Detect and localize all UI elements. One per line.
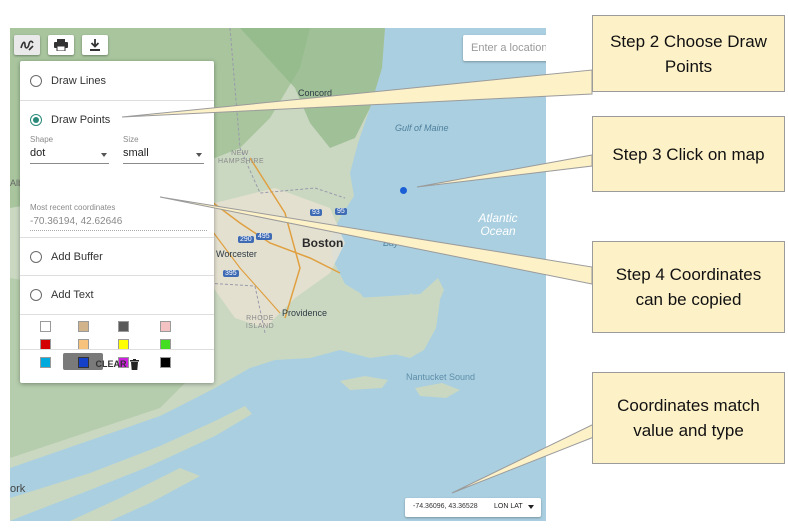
- shape-select[interactable]: dot: [30, 147, 109, 164]
- color-swatch[interactable]: [78, 321, 89, 332]
- radio-draw-lines[interactable]: [30, 75, 42, 87]
- draw-panel: Draw Lines Draw Points Shape dot Size sm…: [20, 61, 214, 383]
- option-draw-lines[interactable]: Draw Lines: [20, 63, 214, 99]
- panel-divider: [20, 314, 214, 315]
- map-label-concord: Concord: [298, 88, 333, 98]
- highway-shield-290: 290: [238, 236, 254, 243]
- color-swatch[interactable]: [118, 321, 129, 332]
- map-view[interactable]: Concord Gulf of Maine NEW HAMPSHIRE Bost…: [10, 28, 546, 521]
- trash-icon: [129, 358, 139, 370]
- highway-shield-93: 93: [310, 209, 322, 216]
- size-select-value: small: [123, 147, 149, 159]
- map-label-nantucket-sound: Nantucket Sound: [406, 372, 476, 382]
- clear-button[interactable]: CLEAR: [20, 351, 214, 377]
- map-label-bay: Bay: [383, 238, 399, 248]
- printer-icon: [54, 39, 68, 51]
- coordinate-type-select[interactable]: LON LAT: [488, 500, 540, 515]
- panel-divider: [20, 100, 214, 101]
- highway-shield-395: 395: [223, 270, 239, 277]
- freehand-draw-icon: [20, 40, 34, 51]
- size-label: Size: [123, 135, 139, 144]
- chevron-down-icon: [196, 153, 202, 157]
- option-draw-lines-label: Draw Lines: [51, 75, 107, 87]
- callout-coordinates-match-text: Coordinates match value and type: [617, 396, 760, 440]
- radio-add-buffer[interactable]: [30, 251, 42, 263]
- color-swatch[interactable]: [160, 321, 171, 332]
- coordinate-readout: -74.36096, 43.36528 LON LAT: [405, 498, 541, 517]
- option-add-buffer-label: Add Buffer: [51, 251, 103, 263]
- callout-step-2: Step 2 Choose Draw Points: [592, 15, 785, 92]
- freehand-draw-button[interactable]: [14, 35, 40, 55]
- callout-step-4-text: Step 4 Coordinates can be copied: [615, 265, 762, 309]
- map-label-new-hampshire: NEW HAMPSHIRE: [218, 150, 265, 165]
- color-swatch[interactable]: [160, 357, 171, 368]
- map-label-worcester: Worcester: [216, 249, 257, 259]
- highway-shield-95: 95: [335, 208, 347, 215]
- option-add-buffer[interactable]: Add Buffer: [20, 239, 214, 275]
- coordinate-readout-value: -74.36096, 43.36528: [413, 503, 478, 510]
- callout-step-3-text: Step 3 Click on map: [612, 144, 765, 164]
- radio-add-text[interactable]: [30, 289, 42, 301]
- clear-button-label: CLEAR: [95, 359, 127, 369]
- color-swatch[interactable]: [40, 321, 51, 332]
- callout-step-3: Step 3 Click on map: [592, 116, 785, 192]
- coords-label: Most recent coordinates: [30, 203, 116, 212]
- drawn-point-marker[interactable]: [400, 187, 407, 194]
- map-label-rhode-island: RHODE ISLAND: [245, 315, 275, 330]
- shape-select-value: dot: [30, 147, 46, 159]
- map-label-alba: Alba: [10, 178, 29, 188]
- location-search-input[interactable]: [463, 35, 546, 61]
- radio-draw-points[interactable]: [30, 114, 42, 126]
- option-draw-points-label: Draw Points: [51, 114, 111, 126]
- color-swatch[interactable]: [78, 357, 89, 368]
- chevron-down-icon: [528, 505, 534, 509]
- coords-value: -70.36194, 42.62646: [30, 216, 123, 227]
- download-icon: [90, 39, 100, 51]
- size-select[interactable]: small: [123, 147, 204, 164]
- option-add-text-label: Add Text: [51, 289, 94, 301]
- map-label-boston: Boston: [302, 236, 344, 250]
- coordinate-type-value: LON LAT: [494, 503, 523, 510]
- callout-step-4: Step 4 Coordinates can be copied: [592, 241, 785, 333]
- map-label-york: ork: [10, 483, 26, 495]
- panel-divider: [20, 275, 214, 276]
- option-add-text[interactable]: Add Text: [20, 277, 214, 313]
- highway-shield-495: 495: [256, 233, 272, 240]
- location-search[interactable]: [463, 35, 546, 61]
- map-label-gulf-of-maine: Gulf of Maine: [395, 123, 449, 133]
- callout-step-2-text: Step 2 Choose Draw Points: [610, 31, 767, 76]
- map-label-ocean: Ocean: [480, 224, 516, 238]
- panel-divider: [20, 237, 214, 238]
- chevron-down-icon: [101, 153, 107, 157]
- print-button[interactable]: [48, 35, 74, 55]
- color-swatch[interactable]: [118, 357, 129, 368]
- map-label-providence: Providence: [282, 308, 328, 318]
- download-button[interactable]: [82, 35, 108, 55]
- option-draw-points[interactable]: Draw Points: [20, 102, 214, 138]
- callout-coordinates-match: Coordinates match value and type: [592, 372, 785, 464]
- color-swatch[interactable]: [40, 357, 51, 368]
- panel-divider: [20, 349, 214, 350]
- coords-field[interactable]: -70.36194, 42.62646: [30, 216, 207, 231]
- shape-label: Shape: [30, 135, 54, 144]
